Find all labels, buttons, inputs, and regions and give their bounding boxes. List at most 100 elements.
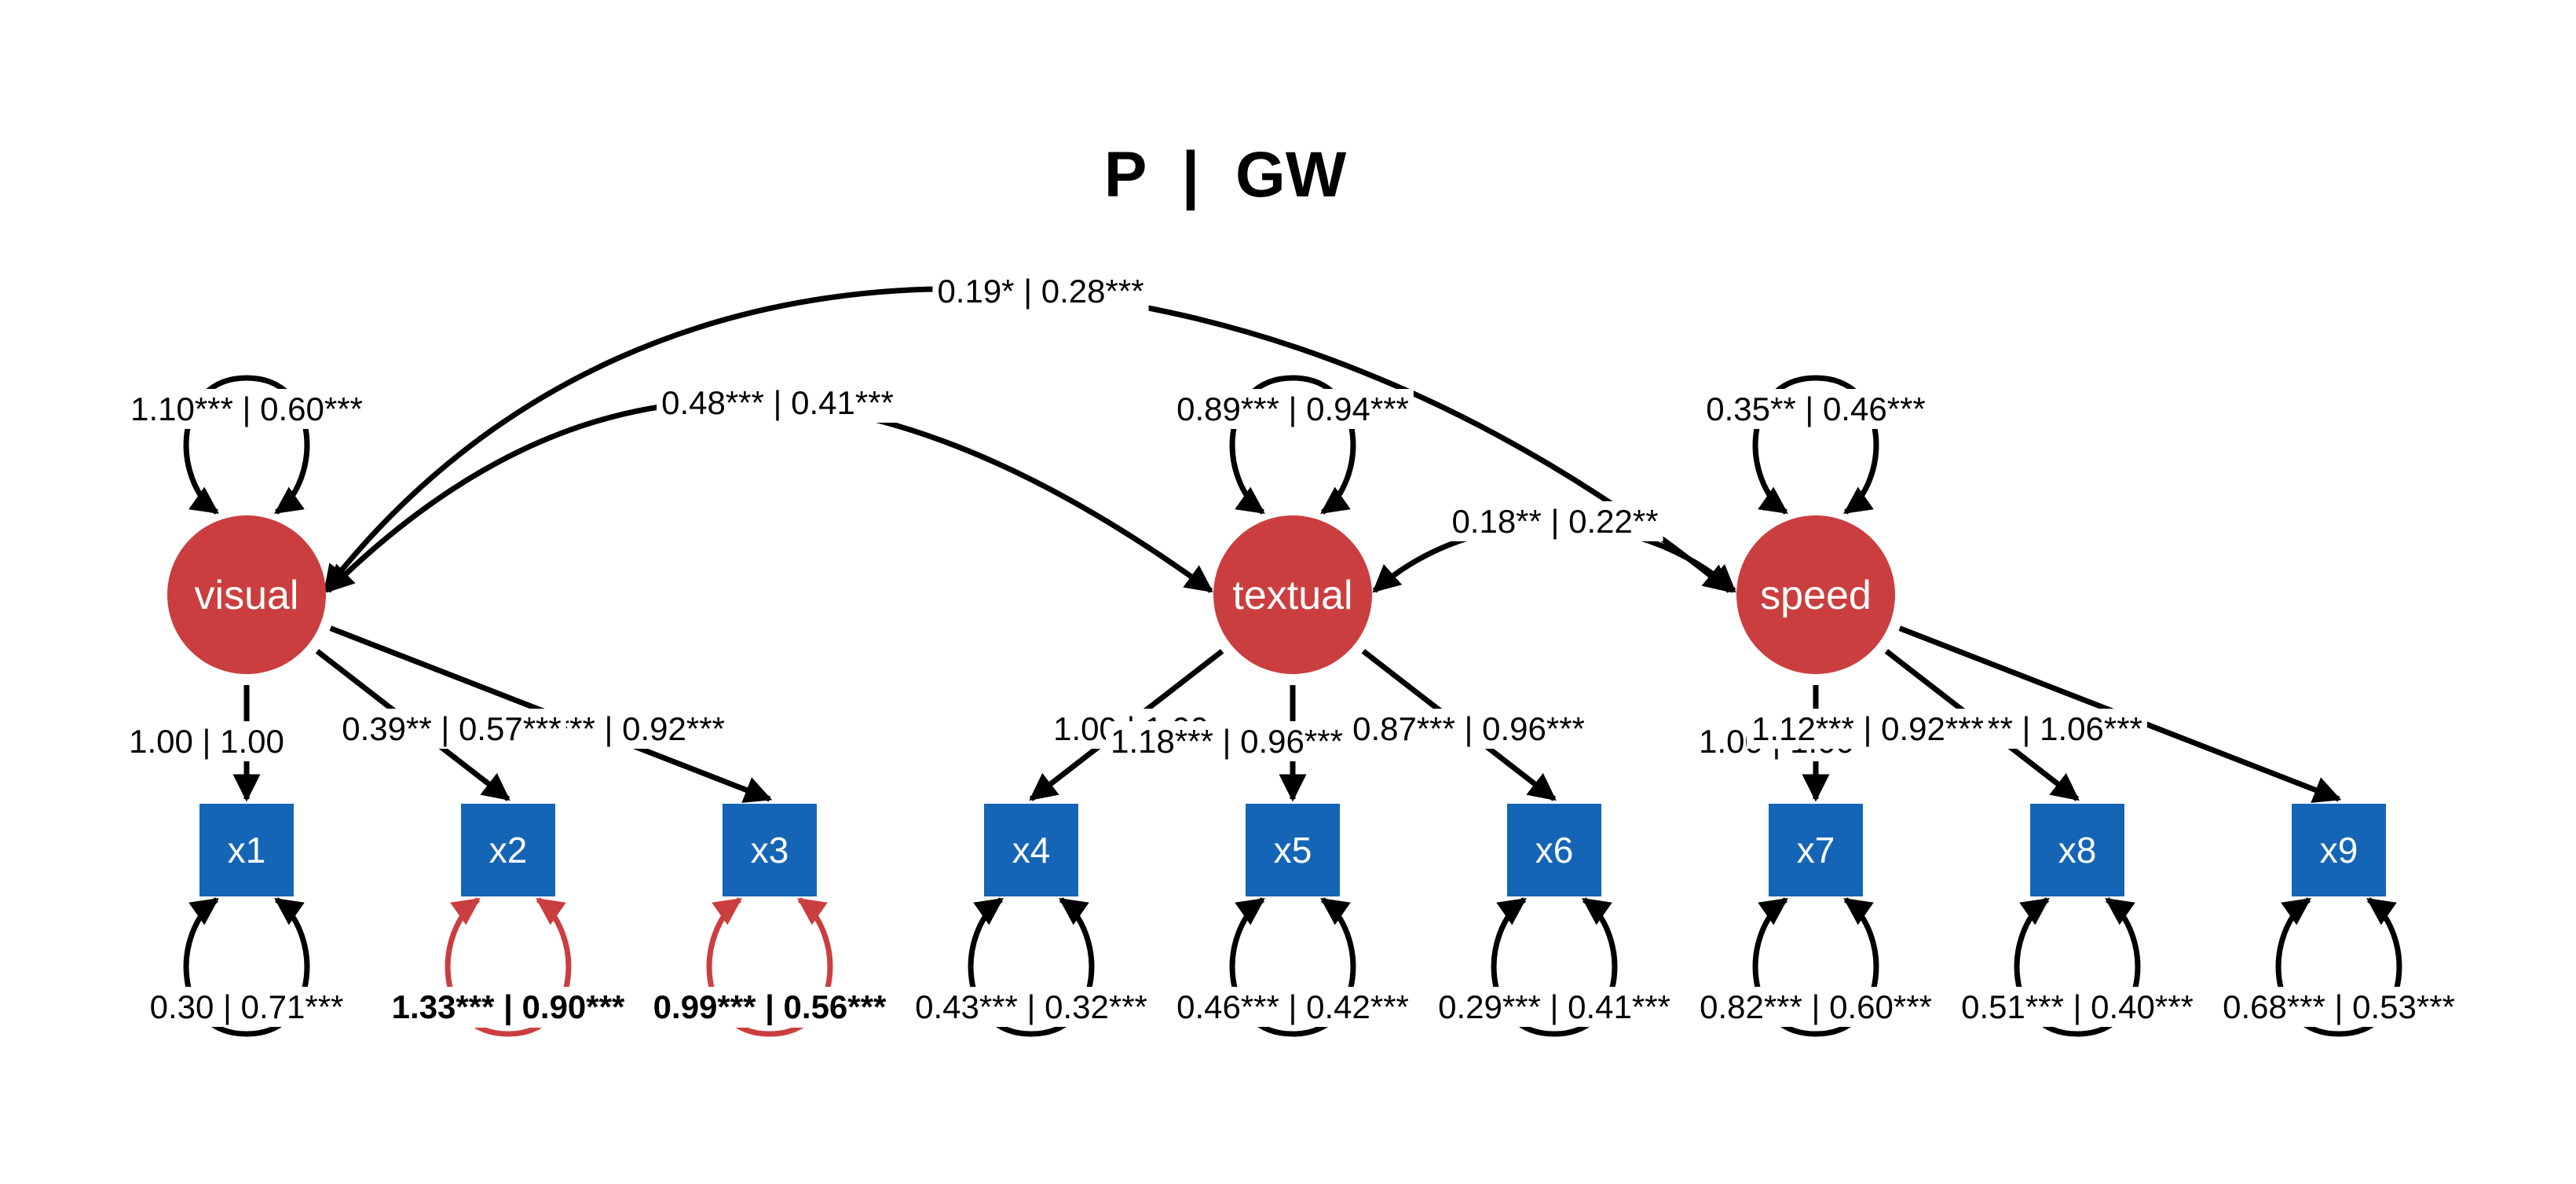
covariance-textual-speed-label-text: 0.18** | 0.22** <box>1451 503 1658 540</box>
residual-loop-x8 <box>2014 897 2141 1037</box>
residual-label-x9-background <box>2218 987 2460 1027</box>
observed-node-x9[interactable]: x9 <box>2292 804 2386 896</box>
residual-loop-x9-arc-right <box>2338 897 2402 1037</box>
residual-label-x9-text: 0.68*** | 0.53*** <box>2223 988 2455 1025</box>
residual-label-x6-background <box>1433 987 1675 1027</box>
residual-loop-x6 <box>1491 897 1618 1037</box>
loading-label-x8-background <box>1747 709 1989 749</box>
diagram-title: P | GW <box>1104 139 1347 211</box>
observed-node-x7[interactable]: x7 <box>1769 804 1863 896</box>
observed-node-x6[interactable]: x6 <box>1507 804 1601 896</box>
observed-square-x6[interactable] <box>1507 804 1601 896</box>
nodes-layer: visual textual speed x1 x2 x3 x4 x5 x6 x7 x8 x9 <box>167 515 2386 896</box>
residual-loop-x4 <box>968 897 1095 1037</box>
residual-label-x1-text: 0.30 | 0.71*** <box>150 988 344 1025</box>
loading-label-x5-background <box>1106 721 1348 761</box>
residual-label-x6: 0.29*** | 0.41*** <box>1433 987 1675 1027</box>
loading-label-x8-text: 1.12*** | 0.92*** <box>1751 710 1984 747</box>
residual-label-x5-background <box>1172 987 1414 1027</box>
variance-label-speed-background <box>1701 389 1930 429</box>
observed-square-x7[interactable] <box>1769 804 1863 896</box>
variance-loop-textual <box>1229 375 1356 515</box>
latent-circle-speed[interactable] <box>1736 515 1895 674</box>
residual-loop-x9 <box>2275 897 2402 1037</box>
residual-label-x3-background <box>648 987 891 1028</box>
residual-label-x9: 0.68*** | 0.53*** <box>2218 987 2460 1027</box>
loading-label-x6-text: 0.87*** | 0.96*** <box>1352 710 1585 747</box>
observed-square-x1[interactable] <box>199 804 294 896</box>
observed-node-x5[interactable]: x5 <box>1246 804 1340 896</box>
loading-label-x6: 0.87*** | 0.96*** <box>1348 709 1590 749</box>
residual-loop-x1-arc-right <box>246 897 310 1037</box>
observed-square-x2[interactable] <box>461 804 555 896</box>
residual-loop-x5-arc-right <box>1292 897 1356 1037</box>
loading-label-x5-text: 1.18*** | 0.96*** <box>1111 723 1343 760</box>
residual-label-x8: 0.51*** | 0.40*** <box>1956 987 2198 1027</box>
observed-square-x4[interactable] <box>984 804 1078 896</box>
residual-loop-x5-arc-left <box>1229 897 1293 1037</box>
residual-loop-x3-arc-left <box>706 897 770 1037</box>
variance-loop-speed-arc-right <box>1815 375 1879 515</box>
variance-loop-textual-arc-left <box>1229 375 1293 515</box>
residual-loop-x2 <box>445 897 572 1037</box>
variance-loop-visual-arc-right <box>246 375 310 515</box>
covariance-visual-textual-label-background <box>657 383 898 423</box>
residual-label-x2: 1.33*** | 0.90*** <box>386 987 630 1028</box>
variance-loop-speed-arc-left <box>1752 375 1817 515</box>
latent-node-visual[interactable]: visual <box>167 515 326 674</box>
residual-loop-x2-arc-right <box>507 897 572 1037</box>
observed-label-x5: x5 <box>1274 830 1312 871</box>
latent-node-textual[interactable]: textual <box>1213 515 1372 674</box>
residual-loop-x5 <box>1229 897 1356 1037</box>
covariance-visual-speed <box>323 286 1732 593</box>
observed-node-x1[interactable]: x1 <box>199 804 294 896</box>
variance-label-speed-text: 0.35** | 0.46*** <box>1706 390 1925 427</box>
observed-label-x8: x8 <box>2058 830 2097 871</box>
covariance-visual-speed-label-background <box>932 271 1149 311</box>
residual-label-x4-text: 0.43*** | 0.32*** <box>915 988 1147 1025</box>
latent-circle-textual[interactable] <box>1213 515 1372 674</box>
residual-loop-x9-arc-left <box>2275 897 2340 1037</box>
residual-label-x8-text: 0.51*** | 0.40*** <box>1961 988 2194 1025</box>
residual-loop-x7-arc-right <box>1815 897 1879 1037</box>
residual-loop-x2-arc-left <box>445 897 509 1037</box>
residual-loop-x6-arc-left <box>1491 897 1555 1037</box>
observed-square-x5[interactable] <box>1246 804 1340 896</box>
observed-label-x1: x1 <box>228 830 266 871</box>
observed-square-x9[interactable] <box>2292 804 2386 896</box>
covariance-visual-textual-label-text: 0.48*** | 0.41*** <box>661 384 894 421</box>
latent-node-speed[interactable]: speed <box>1736 515 1895 674</box>
observed-square-x3[interactable] <box>723 804 817 896</box>
residual-label-x5: 0.46*** | 0.42*** <box>1172 987 1414 1027</box>
residual-label-x2-text: 1.33*** | 0.90*** <box>392 988 625 1026</box>
variance-loop-visual <box>183 375 310 515</box>
loading-label-x1: 1.00 | 1.00 <box>124 721 289 761</box>
loading-label-x1-background <box>124 721 289 761</box>
observed-label-x3: x3 <box>751 830 789 871</box>
variance-label-visual-background <box>126 389 368 429</box>
observed-node-x2[interactable]: x2 <box>461 804 555 896</box>
residual-label-x6-text: 0.29*** | 0.41*** <box>1438 988 1670 1025</box>
residual-loop-x7-arc-left <box>1752 897 1817 1037</box>
residual-label-x7-background <box>1695 987 1937 1027</box>
variance-label-speed: 0.35** | 0.46*** <box>1701 389 1930 429</box>
observed-node-x4[interactable]: x4 <box>984 804 1078 896</box>
observed-node-x8[interactable]: x8 <box>2030 804 2124 896</box>
residual-label-x3: 0.99*** | 0.56*** <box>648 987 891 1028</box>
residual-label-x5-text: 0.46*** | 0.42*** <box>1176 988 1409 1025</box>
residual-loop-x1 <box>183 897 310 1037</box>
residual-loop-x7 <box>1752 897 1879 1037</box>
observed-node-x3[interactable]: x3 <box>723 804 817 896</box>
latent-circle-visual[interactable] <box>167 515 326 674</box>
variance-label-visual: 1.10*** | 0.60*** <box>126 389 368 429</box>
covariance-visual-textual <box>326 398 1213 593</box>
variance-label-visual-text: 1.10*** | 0.60*** <box>130 390 363 427</box>
covariance-visual-textual-label: 0.48*** | 0.41*** <box>657 383 898 423</box>
observed-square-x8[interactable] <box>2030 804 2124 896</box>
covariance-visual-speed-label-text: 0.19* | 0.28*** <box>937 273 1143 310</box>
covariance-visual-speed-label: 0.19* | 0.28*** <box>932 271 1149 311</box>
residual-label-x4: 0.43*** | 0.32*** <box>910 987 1152 1027</box>
residual-label-x3-text: 0.99*** | 0.56*** <box>653 988 887 1026</box>
residual-loop-x3-arc-right <box>769 897 833 1037</box>
